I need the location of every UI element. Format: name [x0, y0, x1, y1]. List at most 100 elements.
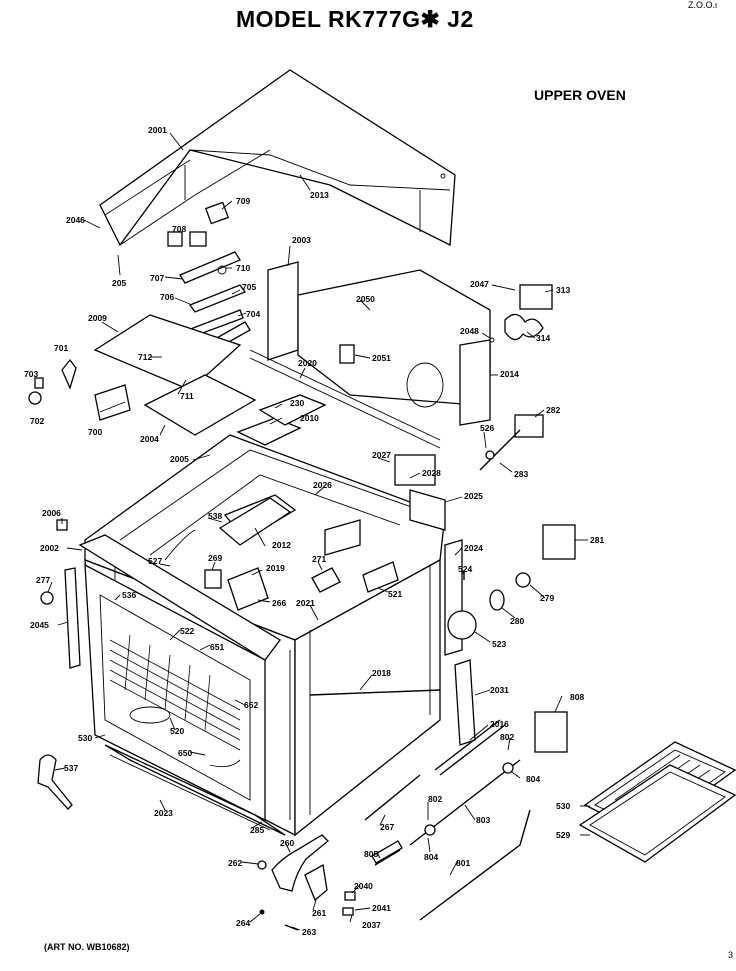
part-label: 2031: [490, 685, 509, 695]
part-label: 205: [112, 278, 126, 288]
part-label: 283: [514, 469, 528, 479]
part-label: 2041: [372, 903, 391, 913]
leader-lines: [47, 132, 590, 931]
part-label: 527: [148, 556, 162, 566]
part-label: 279: [540, 593, 554, 603]
part-label: 263: [302, 927, 316, 937]
part-label: 2002: [40, 543, 59, 553]
part-label: 2013: [310, 190, 329, 200]
part-label: 2023: [154, 808, 173, 818]
part-label: 264: [236, 918, 250, 928]
part-label: 230: [290, 398, 304, 408]
rotisserie-assembly: [364, 711, 568, 921]
part-label: 522: [180, 626, 194, 636]
bottom-trim: [104, 744, 286, 836]
part-label: 650: [178, 748, 192, 758]
part-label: 2028: [422, 468, 441, 478]
part-label: 801: [456, 858, 470, 868]
part-label: 521: [388, 589, 402, 599]
part-label: 802: [500, 732, 514, 742]
door-hinge-parts: [257, 834, 356, 931]
part-label: 538: [208, 511, 222, 521]
right-side-components: [444, 524, 576, 656]
part-label: 2010: [300, 413, 319, 423]
part-label: 313: [556, 285, 570, 295]
temperature-sensor: [479, 414, 544, 471]
part-label: 704: [246, 309, 260, 319]
part-label: 703: [24, 369, 38, 379]
part-label: 2051: [372, 353, 391, 363]
part-label: 260: [280, 838, 294, 848]
part-label: 805: [364, 849, 378, 859]
part-label: 2050: [356, 294, 375, 304]
part-label: 2048: [460, 326, 479, 336]
part-label: 2047: [470, 279, 489, 289]
part-label: 536: [122, 590, 136, 600]
section-label: UPPER OVEN: [534, 87, 626, 103]
part-label: 2027: [372, 450, 391, 460]
corner-mark-bottom: 3: [728, 950, 734, 960]
part-label: 803: [476, 815, 490, 825]
part-label: 261: [312, 908, 326, 918]
part-label: 271: [312, 554, 326, 564]
part-label: 2024: [464, 543, 483, 553]
part-label: 2025: [464, 491, 483, 501]
part-label: 314: [536, 333, 550, 343]
part-label: 2026: [313, 480, 332, 490]
part-label: 523: [492, 639, 506, 649]
part-label: 2009: [88, 313, 107, 323]
part-label: 280: [510, 616, 524, 626]
part-label: 267: [380, 822, 394, 832]
part-label: 705: [242, 282, 256, 292]
part-label: 2020: [298, 358, 317, 368]
part-label: 266: [272, 598, 286, 608]
part-label: 804: [526, 774, 540, 784]
part-label: 2040: [354, 881, 373, 891]
lower-right-frame: [309, 659, 506, 776]
broiler-pan: [578, 741, 736, 863]
part-label: 524: [458, 564, 472, 574]
part-label: 700: [88, 427, 102, 437]
part-label: 709: [236, 196, 250, 206]
part-label: 2006: [42, 508, 61, 518]
part-label: 526: [480, 423, 494, 433]
part-label: 2014: [500, 369, 519, 379]
part-label: 707: [150, 273, 164, 283]
rear-panel: [249, 261, 491, 449]
part-label: 702: [30, 416, 44, 426]
corner-mark-top: Z.O.O.ι: [688, 0, 717, 10]
part-label: 2001: [148, 125, 167, 135]
part-label: 277: [36, 575, 50, 585]
model-title: MODEL RK777G✱ J2: [236, 6, 474, 32]
part-label: 652: [244, 700, 258, 710]
part-label: 262: [228, 858, 242, 868]
part-label: 530: [78, 733, 92, 743]
part-label: 2037: [362, 920, 381, 930]
part-label: 520: [170, 726, 184, 736]
part-label: 712: [138, 352, 152, 362]
part-label: 2021: [296, 598, 315, 608]
part-label: 2005: [170, 454, 189, 464]
part-label: 2045: [30, 620, 49, 630]
part-label: 706: [160, 292, 174, 302]
part-label: 281: [590, 535, 604, 545]
part-label: 2012: [272, 540, 291, 550]
part-label: 537: [64, 763, 78, 773]
convection-fan: [489, 284, 553, 343]
part-label: 711: [180, 391, 194, 401]
outer-wrapper-top: [99, 69, 456, 247]
interior-components: [164, 497, 399, 611]
art-number: (ART NO. WB10682): [44, 942, 130, 952]
part-label: 651: [210, 642, 224, 652]
part-label: 802: [428, 794, 442, 804]
part-label: 2046: [66, 215, 85, 225]
part-label: 2016: [490, 719, 509, 729]
part-label: 530: [556, 801, 570, 811]
part-label: 804: [424, 852, 438, 862]
part-label: 2018: [372, 668, 391, 678]
part-label: 529: [556, 830, 570, 840]
part-label: 701: [54, 343, 68, 353]
part-label: 282: [546, 405, 560, 415]
